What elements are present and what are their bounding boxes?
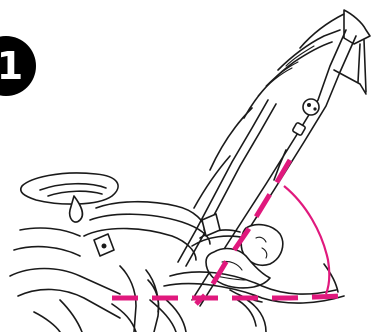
step-number: 1 xyxy=(0,44,23,88)
step-badge: 1 xyxy=(0,36,36,96)
recline-dash-horizontal xyxy=(112,296,342,298)
recline-angle-arc xyxy=(284,186,329,294)
hinge-joint-upper xyxy=(303,99,319,115)
car-seat-carrier xyxy=(10,173,210,332)
